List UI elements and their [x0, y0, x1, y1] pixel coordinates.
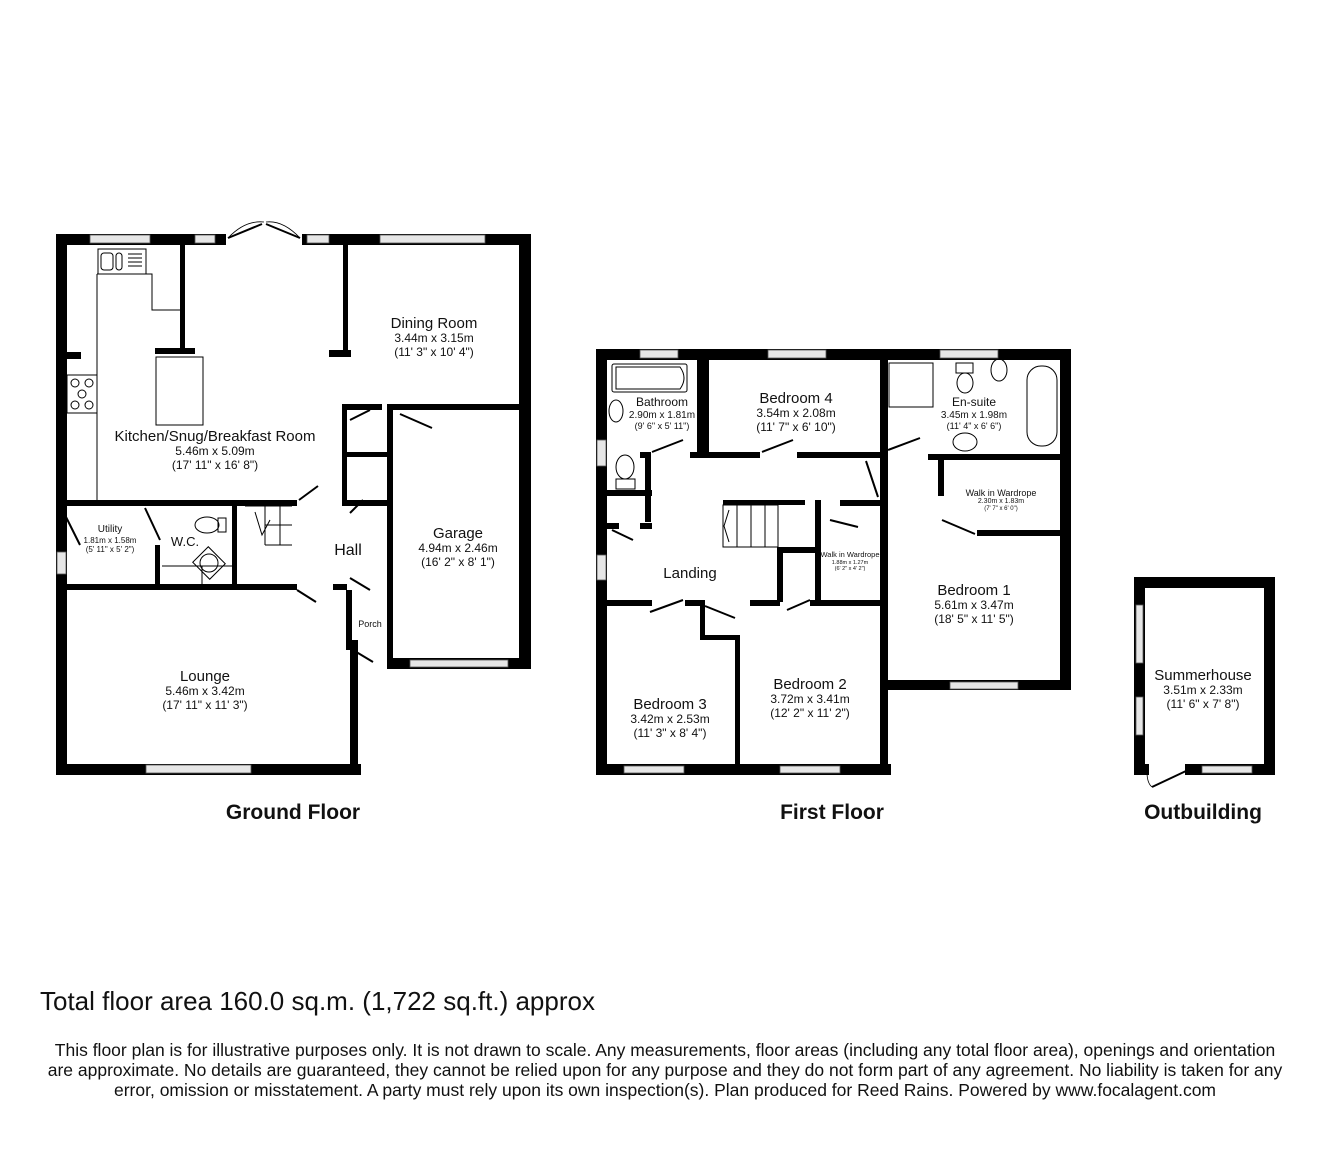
window [306, 234, 330, 244]
first-floor-title: First Floor [780, 801, 884, 824]
room-metric: 5.46m x 3.42m [165, 684, 245, 699]
window [1135, 696, 1144, 736]
garage-door [409, 659, 509, 668]
room-landing: Landing [663, 565, 716, 582]
room-name: Kitchen/Snug/Breakfast Room [114, 428, 316, 445]
room-metric: 3.45m x 1.98m [940, 409, 1008, 421]
room-metric: 3.54m x 2.08m [756, 406, 836, 421]
room-bedroom-2: Bedroom 2 3.72m x 3.41m (12' 2" x 11' 2"… [770, 676, 850, 721]
room-metric: 1.81m x 1.58m [83, 535, 137, 545]
window [56, 551, 67, 575]
room-name: Bathroom [635, 395, 689, 409]
room-imperial: (18' 5" x 11' 5") [934, 612, 1014, 627]
room-en-suite: En-suite 3.45m x 1.98m (11' 4" x 6' 6") [940, 395, 1008, 432]
window [596, 554, 607, 581]
room-name: Bedroom 1 [937, 582, 1011, 599]
room-name: Walk in Wardrope [820, 550, 880, 559]
room-metric: 3.42m x 2.53m [630, 712, 710, 727]
room-name: W.C. [170, 534, 200, 549]
room-name: Summerhouse [1154, 667, 1252, 684]
total-floor-area: Total floor area 160.0 sq.m. (1,722 sq.f… [40, 986, 595, 1016]
window [89, 234, 151, 244]
room-name: Hall [334, 542, 362, 559]
outbuilding-plan [1134, 577, 1275, 788]
room-imperial: (7' 7" x 6' 0") [984, 506, 1018, 513]
room-metric: 1.88m x 1.27m [831, 559, 869, 566]
window [1135, 604, 1144, 664]
room-metric: 2.30m x 1.83m [977, 498, 1025, 506]
room-metric: 5.46m x 5.09m [175, 444, 255, 459]
window [623, 765, 685, 774]
room-name: Lounge [179, 668, 231, 685]
room-garage: Garage 4.94m x 2.46m (16' 2" x 8' 1") [418, 525, 497, 570]
room-porch: Porch [358, 619, 382, 629]
room-imperial: (11' 4" x 6' 6") [946, 421, 1002, 432]
room-metric: 5.61m x 3.47m [934, 598, 1014, 613]
room-name: Porch [358, 619, 382, 629]
ground-floor-plan [56, 221, 531, 775]
room-walk-in-wardrobe-1: Walk in Wardrope 2.30m x 1.83m (7' 7" x … [966, 488, 1037, 513]
room-metric: 3.44m x 3.15m [394, 331, 474, 346]
room-bedroom-1: Bedroom 1 5.61m x 3.47m (18' 5" x 11' 5"… [934, 582, 1014, 627]
room-imperial: (17' 11" x 16' 8") [171, 458, 259, 473]
room-bedroom-4: Bedroom 4 3.54m x 2.08m (11' 7" x 6' 10"… [756, 390, 836, 435]
room-metric: 2.90m x 1.81m [628, 409, 696, 421]
room-name: Walk in Wardrope [965, 488, 1037, 498]
room-name: Landing [663, 565, 717, 582]
window [779, 765, 841, 774]
room-metric: 4.94m x 2.46m [418, 541, 498, 556]
room-name: Bedroom 4 [759, 390, 833, 407]
ground-floor-title: Ground Floor [225, 801, 361, 824]
room-imperial: (16' 2" x 8' 1") [421, 555, 495, 570]
room-imperial: (6' 2" x 4' 2") [834, 565, 866, 572]
room-metric: 3.72m x 3.41m [770, 692, 850, 707]
room-imperial: (11' 7" x 6' 10") [756, 420, 836, 435]
window [194, 234, 216, 244]
room-name: Dining Room [390, 315, 478, 332]
window [949, 681, 1019, 690]
room-kitchen-snug-breakfast: Kitchen/Snug/Breakfast Room 5.46m x 5.09… [115, 428, 316, 473]
window [1201, 765, 1253, 774]
room-name: En-suite [951, 395, 997, 409]
room-summerhouse: Summerhouse 3.51m x 2.33m (11' 6" x 7' 8… [1154, 667, 1252, 712]
room-lounge: Lounge 5.46m x 3.42m (17' 11" x 11' 3") [162, 668, 247, 713]
window [767, 349, 827, 359]
room-wc: W.C. [170, 534, 200, 550]
room-bathroom: Bathroom 2.90m x 1.81m (9' 6" x 5' 11") [628, 395, 696, 432]
room-imperial: (11' 3" x 10' 4") [394, 345, 474, 360]
disclaimer-text: This floor plan is for illustrative purp… [47, 1040, 1283, 1100]
room-bedroom-3: Bedroom 3 3.42m x 2.53m (11' 3" x 8' 4") [630, 696, 709, 741]
room-imperial: (11' 3" x 8' 4") [633, 726, 707, 741]
room-name: Garage [432, 525, 484, 542]
room-imperial: (11' 6" x 7' 8") [1166, 697, 1240, 712]
room-metric: 3.51m x 2.33m [1163, 683, 1243, 698]
window [379, 234, 486, 244]
window [145, 764, 252, 774]
room-name: Utility [97, 524, 123, 535]
room-imperial: (9' 6" x 5' 11") [634, 421, 690, 432]
room-name: Bedroom 3 [633, 696, 707, 713]
window [939, 349, 999, 359]
room-utility: Utility 1.81m x 1.58m (5' 11" x 5' 2") [84, 524, 137, 554]
room-imperial: (5' 11" x 5' 2") [85, 544, 135, 554]
room-imperial: (17' 11" x 11' 3") [162, 698, 248, 713]
room-name: Bedroom 2 [773, 676, 847, 693]
room-dining: Dining Room 3.44m x 3.15m (11' 3" x 10' … [391, 315, 478, 360]
first-floor-plan [596, 349, 1071, 775]
window [596, 439, 607, 467]
room-walk-in-wardrobe-2: Walk in Wardrope 1.88m x 1.27m (6' 2" x … [820, 550, 880, 572]
window [639, 349, 679, 359]
outbuilding-title: Outbuilding [1144, 801, 1262, 824]
room-imperial: (12' 2" x 11' 2") [770, 706, 850, 721]
room-hall: Hall [334, 542, 362, 560]
